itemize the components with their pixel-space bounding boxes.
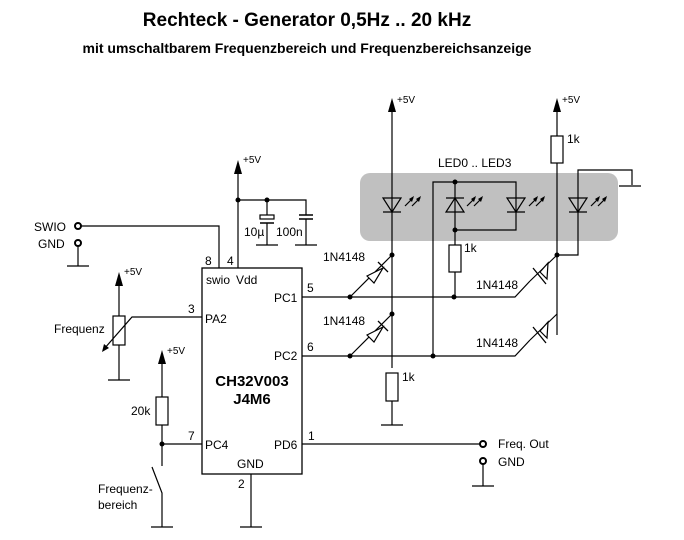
led-pair-loop: [455, 181, 517, 231]
pin-label-vdd: Vdd: [236, 273, 257, 287]
resistor-20k: [155, 396, 169, 426]
led0: [381, 195, 422, 214]
pin-label-pa2: PA2: [205, 312, 227, 326]
pin-number-4: 4: [227, 254, 234, 268]
led-panel: [360, 173, 618, 241]
diode-label-4: 1N4148: [476, 336, 518, 350]
supply-arrow-icon: [158, 350, 166, 364]
diode-1n4148-pc1: [349, 254, 393, 298]
swio-wire: [80, 225, 220, 268]
gnd-prog-terminal[interactable]: [74, 239, 82, 247]
cap-10u-label: 10µ: [244, 225, 264, 239]
gnd-prog-connector-label: GND: [38, 237, 65, 251]
potentiometer-label: Frequenz: [54, 322, 105, 336]
pin-label-swio: swio: [206, 273, 230, 287]
frequency-potentiometer[interactable]: [112, 315, 126, 346]
junction-dot: [235, 197, 241, 203]
resistor-1k-bottom-label: 1k: [402, 370, 416, 384]
diode-1n4148-right-pc1: [529, 254, 558, 285]
pin-number-5: 5: [307, 281, 314, 295]
pin-number-6: 6: [307, 340, 314, 354]
resistor-1k-middle: [448, 244, 462, 273]
mcu-chip: [201, 267, 303, 475]
chip-package: J4M6: [233, 391, 271, 408]
swio-terminal[interactable]: [74, 222, 82, 230]
pc2-led-wire: [432, 181, 455, 356]
pin-number-3: 3: [188, 302, 195, 316]
junction-dot: [159, 441, 165, 447]
pin-number-8: 8: [205, 254, 212, 268]
diode-label-1: 1N4148: [323, 250, 365, 264]
supply-label-led3: +5V: [562, 95, 580, 106]
supply-arrow-icon: [115, 272, 123, 286]
supply-arrow-icon: [388, 98, 396, 112]
resistor-1k-top: [550, 135, 564, 164]
led1: [444, 195, 484, 213]
pin-label-pc4: PC4: [205, 438, 229, 452]
supply-label-pullup: +5V: [167, 346, 185, 357]
schematic-subtitle: mit umschaltbarem Frequenzbereich und Fr…: [82, 40, 532, 56]
freq-out-terminal[interactable]: [479, 440, 487, 448]
wiper-arrow-icon: [102, 344, 109, 352]
pin-label-pc1: PC1: [274, 291, 298, 305]
supply-label-led0: +5V: [397, 95, 415, 106]
pc1-wire: [302, 280, 531, 298]
pin-number-7: 7: [188, 429, 195, 443]
pin-label-pc2: PC2: [274, 349, 298, 363]
diode-label-2: 1N4148: [323, 314, 365, 328]
frequency-range-switch[interactable]: [151, 466, 163, 527]
resistor-1k-middle-label: 1k: [464, 241, 478, 255]
swio-connector-label: SWIO: [34, 220, 66, 234]
schematic-title: Rechteck - Generator 0,5Hz .. 20 kHz: [142, 10, 472, 31]
cap-100n-label: 100n: [276, 225, 303, 239]
diode-label-3: 1N4148: [476, 278, 518, 292]
resistor-20k-label: 20k: [131, 404, 151, 418]
chip-name: CH32V003: [215, 373, 288, 390]
switch-label-2: bereich: [98, 498, 137, 512]
supply-label-vdd: +5V: [243, 155, 261, 166]
diode-1n4148-pc2: [349, 313, 393, 357]
pin-number-1: 1: [308, 429, 315, 443]
junction-dot: [452, 227, 458, 233]
led-group-label: LED0 .. LED3: [438, 156, 512, 170]
pc2-wire: [302, 339, 531, 357]
pin-label-pd6: PD6: [274, 438, 298, 452]
supply-arrow-icon: [553, 98, 561, 112]
pin-number-2: 2: [238, 477, 245, 491]
cap-10u: [259, 214, 275, 220]
supply-label-pot: +5V: [124, 267, 142, 278]
resistor-1k-bottom: [385, 372, 399, 402]
junction-dot: [452, 179, 458, 185]
led2: [505, 195, 546, 214]
gnd-out-label: GND: [498, 455, 525, 469]
diode-1n4148-right-pc2: [529, 313, 558, 344]
pin-label-gnd: GND: [237, 457, 264, 471]
resistor-1k-top-label: 1k: [567, 132, 581, 146]
freq-out-label: Freq. Out: [498, 437, 549, 451]
pa2-wire: [103, 316, 202, 350]
junction-dot: [451, 294, 457, 300]
switch-label-1: Frequenz-: [98, 482, 153, 496]
gnd-out-terminal[interactable]: [479, 457, 487, 465]
supply-arrow-icon: [234, 160, 242, 174]
cap-rail-wire: [238, 199, 307, 215]
led3: [567, 195, 608, 214]
led3-wire: [557, 169, 633, 256]
